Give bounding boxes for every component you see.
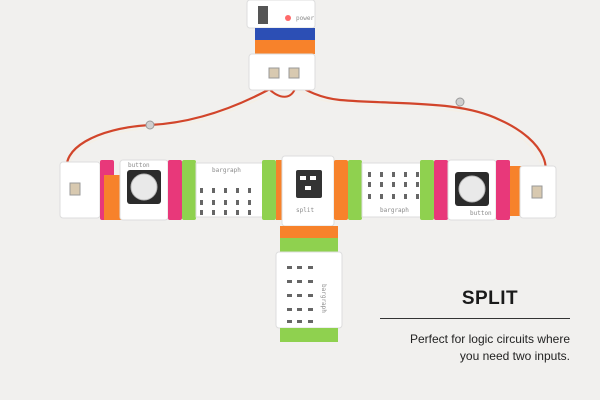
main-chain: button bargraph split: [59, 155, 557, 227]
left-bargraph-module: bargraph: [195, 162, 269, 218]
right-button-label: button: [470, 210, 492, 217]
left-button-label: button: [128, 162, 150, 169]
split-module: split: [281, 155, 335, 227]
caption-divider: [380, 318, 570, 319]
wire-twist-left: [145, 120, 155, 130]
bottom-bargraph-label: bargraph: [320, 284, 327, 313]
button-cap-icon: [130, 173, 158, 201]
top-power-module: power: [246, 0, 316, 91]
top-power-label: power: [296, 15, 314, 22]
led-matrix-icon: [200, 188, 251, 215]
caption-line-2: you need two inputs.: [459, 349, 570, 363]
split-label: split: [296, 207, 314, 214]
caption-title: SPLIT: [461, 288, 519, 309]
right-button-module: button: [447, 159, 497, 221]
wire-harness: [65, 83, 547, 194]
right-bargraph-label: bargraph: [380, 207, 409, 214]
caption-block: SPLIT Perfect for logic circuits where y…: [370, 288, 570, 365]
caption-body: Perfect for logic circuits where you nee…: [370, 331, 570, 365]
wire-twist-right: [455, 97, 465, 107]
connector-icon: [268, 67, 280, 79]
bottom-bargraph-module: bargraph: [275, 226, 343, 342]
caption-line-1: Perfect for logic circuits where: [409, 332, 570, 346]
left-bargraph-label: bargraph: [212, 167, 241, 174]
left-button-module: button: [119, 159, 169, 221]
